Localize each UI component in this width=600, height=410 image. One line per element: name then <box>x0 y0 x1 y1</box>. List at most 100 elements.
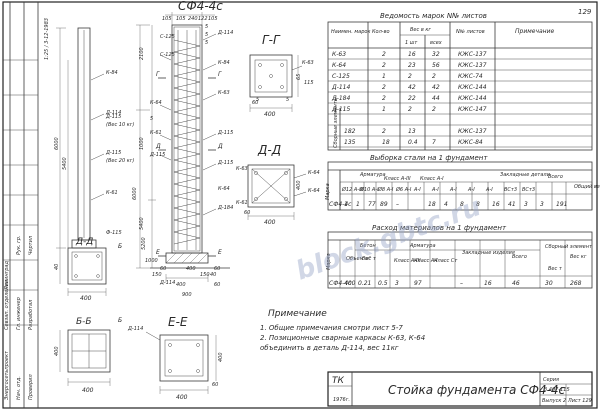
steel-table-subheader: Ø12 А-III <box>341 186 364 193</box>
materials-table-header: Закладные изделия <box>462 250 515 256</box>
elevation-label: К-61 <box>150 130 162 136</box>
elevation-label: Д-114 <box>159 280 175 286</box>
materials-table: Расход материалов на 1 фундаментМаркаБет… <box>326 224 593 289</box>
elevation-label: С-125 <box>160 34 175 40</box>
marks-table-header: всех <box>430 40 442 46</box>
stamp-text: Ленинград <box>4 261 10 291</box>
steel-table-cell: 8 <box>460 201 464 208</box>
elevation-dimension: 5 <box>150 116 153 122</box>
elevation-dimension: 1000 <box>139 137 145 150</box>
marks-table-cell: 22 <box>408 95 416 102</box>
section-title: Е-Е <box>168 315 188 329</box>
rebar-note: (Вес 10 кг) <box>106 122 134 128</box>
side-view-dimension: 5400 <box>62 157 68 170</box>
elevation-dimension: 122 <box>198 16 208 22</box>
steel-table-cell: 77 <box>368 201 376 208</box>
elevation-dimension: 150 <box>152 272 162 278</box>
side-view-label: К-84 <box>106 70 118 76</box>
steel-table-header: Общий вес кг <box>574 184 600 190</box>
note-item: объединить в деталь Д-114, вес 11кг <box>260 344 399 352</box>
steel-table-subheader: А-I <box>467 187 475 193</box>
marks-table-cell: 2 <box>408 106 412 113</box>
marks-table-cell: 182 <box>344 128 356 135</box>
section-mark: Б <box>118 243 122 250</box>
marks-table-cell: 2 <box>382 95 386 102</box>
marks-table-cell: 2 <box>432 106 436 113</box>
marks-table-cell: Д-114 <box>331 84 350 91</box>
marks-table-cell: 7 <box>432 139 436 146</box>
steel-table-cell: 18 <box>428 201 436 208</box>
materials-table-header: Вес т <box>548 266 563 272</box>
stamp-tk: ТК <box>332 376 344 386</box>
section-label: К-63 <box>302 60 314 66</box>
section-title: Г-Г <box>262 33 281 47</box>
elevation-label: К-63 <box>218 90 230 96</box>
stamp-text: Севзап. отделение <box>4 280 10 330</box>
sheet-number: 129 <box>578 8 592 16</box>
marks-table-cell: 0.4 <box>408 139 418 146</box>
marks-table-header: Кол-во <box>372 29 390 35</box>
elevation-dimension: 5400 <box>139 217 145 230</box>
steel-table-subheader: Ø6 А-I <box>395 186 412 193</box>
section-mark: Б <box>118 317 122 324</box>
elevation-dimension: 2100 <box>139 47 145 60</box>
note-item: 2. Позиционные сварные каркасы К-63, К-6… <box>260 334 425 342</box>
elevation-dimension: 150 <box>200 272 210 278</box>
marks-table-cell: КЖС-144 <box>458 95 487 102</box>
section-dimension: 40 <box>54 264 60 270</box>
side-view-label: Ф-115 <box>106 230 122 236</box>
marks-table-side-label: Сборные элементы <box>333 97 339 148</box>
materials-table-cell: – <box>460 280 463 287</box>
materials-table-cell: 400 <box>344 280 356 287</box>
steel-table-cell: 89 <box>380 201 388 208</box>
sheet-label: Лист 129 <box>567 398 592 404</box>
section-dimension: 400 <box>54 346 60 356</box>
section-dimension: 60 <box>212 382 218 388</box>
section-mark: Д <box>217 143 223 150</box>
steel-table-cell: 8 <box>476 201 480 208</box>
steel-table: Выборка стали на 1 фундаментМаркаАрматур… <box>325 154 600 211</box>
steel-table-cell: 3 <box>540 201 544 208</box>
marks-table-cell: 56 <box>432 62 440 69</box>
materials-table-header: Арматура <box>409 243 436 249</box>
note-item: 1. Общие примечания смотри лист 5-7 <box>260 324 403 332</box>
steel-table-header: Закладные детали <box>500 172 551 178</box>
marks-table-cell: 1 <box>382 73 386 80</box>
marks-table-cell: 2 <box>382 62 386 69</box>
section-label: К-64 <box>308 170 320 176</box>
steel-table-header: Класс А-I <box>420 176 444 182</box>
materials-table-header: Вес т <box>362 256 377 262</box>
marks-table-header: Наимен. марок <box>331 29 370 35</box>
marks-table-header: N№ листов <box>456 29 485 35</box>
elevation-label: К-64 <box>150 100 162 106</box>
stamp-text: Нач. отд. <box>16 376 22 400</box>
materials-table-header: Сборный элемент <box>545 244 593 250</box>
section-label: К-61 <box>236 200 248 206</box>
elevation-dimension: 40 <box>210 272 216 278</box>
stamp-text: Гл. инженер <box>16 297 22 330</box>
elevation-dimension: 400 <box>176 282 186 288</box>
section-mark: Е <box>156 249 160 256</box>
section-dimension: 400 <box>296 180 302 190</box>
stamp-text: Рук. гр. <box>16 235 22 255</box>
section-title: Д-Д <box>257 143 281 157</box>
marks-table-cell: 1 <box>382 106 386 113</box>
elevation-dimension: 5 <box>205 32 208 38</box>
marks-table-cell: КЖС-137 <box>458 51 487 58</box>
section-dimension: 400 <box>218 352 224 362</box>
section-dimension: 60 <box>244 210 250 216</box>
elevation-dimension: 5 <box>205 40 208 46</box>
section-label: К-63 <box>236 166 248 172</box>
marks-table-cell: 135 <box>344 139 356 146</box>
marks-table-title: Ведомость марок N№ листов <box>380 12 487 20</box>
steel-table-subheader: ВСт3 <box>522 187 535 193</box>
materials-table-header: Бетон <box>360 243 376 249</box>
elevation-dimension: 60 <box>160 266 166 272</box>
materials-table-header: Всего <box>512 254 527 260</box>
elevation-dimension: 60 <box>214 282 220 288</box>
marks-table-cell: 32 <box>432 51 440 58</box>
